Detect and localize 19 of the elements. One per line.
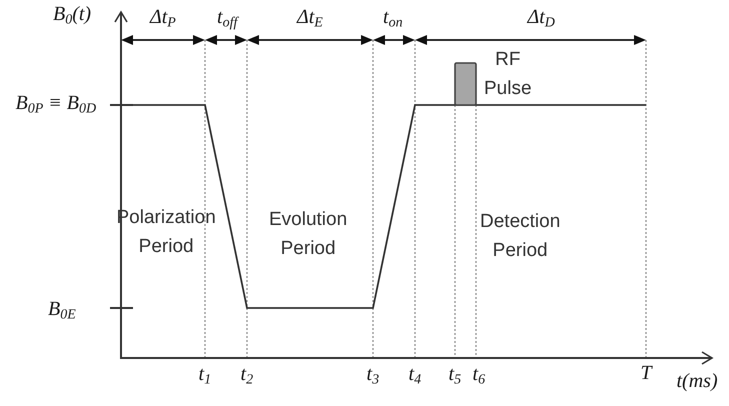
interval-label: Δt$_{E}$ xyxy=(297,6,323,29)
period-label: Evolution Period xyxy=(269,208,348,261)
axis-label: t(ms) xyxy=(676,370,718,393)
tick-label: t$_{3}$ xyxy=(366,363,380,386)
interval-label: t$_{on}$ xyxy=(383,6,403,29)
tick-label: T xyxy=(640,362,652,385)
interval-label: Δt$_{D}$ xyxy=(528,6,555,29)
tick-label: t$_{6}$ xyxy=(472,363,486,386)
tick-label: t$_{5}$ xyxy=(448,363,462,386)
tick-label: t$_{1}$ xyxy=(198,363,212,386)
tick-label: t$_{4}$ xyxy=(408,363,422,386)
interval-label: t$_{off}$ xyxy=(217,6,238,29)
period-label: Detection Period xyxy=(480,210,560,263)
level-label: B$_{0E}$ xyxy=(48,298,76,321)
interval-label: Δt$_{P}$ xyxy=(150,6,176,29)
axis-label: B$_{0}$(t) xyxy=(53,3,92,26)
pulse-label: RF Pulse xyxy=(484,48,532,101)
tick-label: t$_{2}$ xyxy=(240,363,254,386)
level-label: B$_{0P}$ ≡ B$_{0D}$ xyxy=(16,92,96,115)
